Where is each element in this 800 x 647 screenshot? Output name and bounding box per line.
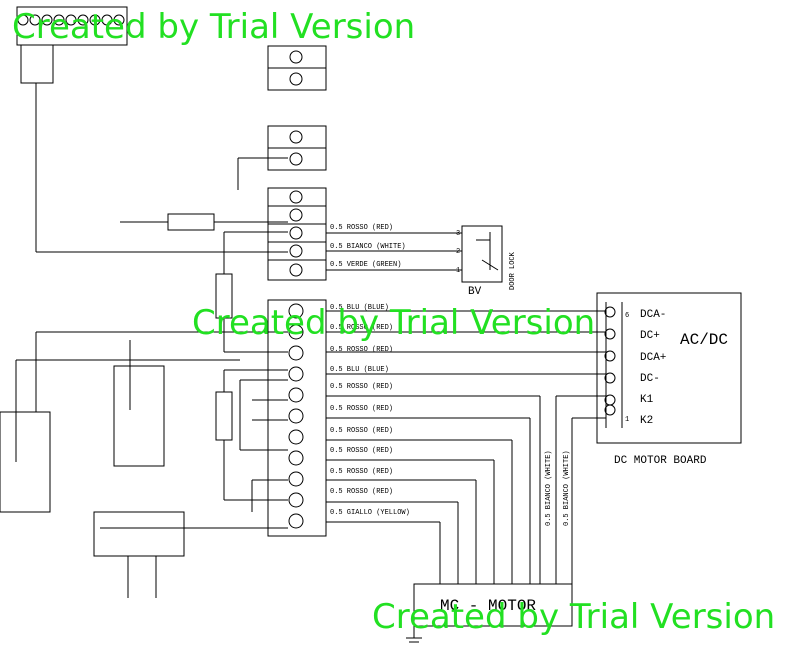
terminal-screw xyxy=(288,408,304,424)
bv-label: BV xyxy=(468,286,482,298)
board-pin-bottom: 1 xyxy=(625,416,629,424)
wire-label: 0.5 ROSSO (RED) xyxy=(330,224,393,232)
relay-left xyxy=(0,411,51,513)
terminal-screw xyxy=(288,387,304,403)
horizontal-wires xyxy=(326,310,606,523)
watermark-3: Created by Trial Version xyxy=(372,597,775,637)
motor-label: MC - MOTOR xyxy=(440,597,536,615)
terminal-screws xyxy=(17,14,616,529)
top-connector xyxy=(16,6,128,46)
wire-label: 0.5 BLU (BLUE) xyxy=(330,304,389,312)
terminal-screw xyxy=(289,190,303,204)
terminal-screw xyxy=(289,130,303,144)
terminal-screw xyxy=(289,244,303,258)
terminal-screw xyxy=(288,303,304,319)
terminal-screw xyxy=(77,14,89,26)
board-caption: DC MOTOR BOARD xyxy=(614,455,707,467)
terminal-screw xyxy=(288,429,304,445)
vertical-resistor-2 xyxy=(215,391,233,441)
watermark-1: Created by Trial Version xyxy=(12,7,415,47)
terminal-screw xyxy=(17,14,29,26)
relay-mid xyxy=(113,365,165,467)
terminal-screw xyxy=(41,14,53,26)
board-title: AC/DC xyxy=(680,331,728,349)
terminal-screw xyxy=(288,345,304,361)
terminal-screw xyxy=(604,350,616,362)
terminal-screw xyxy=(89,14,101,26)
terminal-screw xyxy=(288,450,304,466)
terminal-screw xyxy=(53,14,65,26)
door-lock-label: DOOR LOCK xyxy=(509,251,517,290)
terminal-screw xyxy=(65,14,77,26)
wire-label: 0.5 ROSSO (RED) xyxy=(330,427,393,435)
terminal-screw xyxy=(604,328,616,340)
terminal-screw xyxy=(604,372,616,384)
bottom-relay xyxy=(93,511,185,557)
board-pin-top: 6 xyxy=(625,312,629,320)
wire-label: 0.5 ROSSO (RED) xyxy=(330,468,393,476)
terminal-screw xyxy=(288,324,304,340)
wire-label: 0.5 VERDE (GREEN) xyxy=(330,261,401,269)
terminal-screw xyxy=(289,208,303,222)
terminal-screw xyxy=(288,366,304,382)
wire-label: 0.5 BIANCO (WHITE) xyxy=(330,243,406,251)
terminal-screw xyxy=(604,404,616,416)
terminal-screw xyxy=(29,14,41,26)
door-lock-pin-2: 2 xyxy=(456,248,460,256)
terminal-screw xyxy=(113,14,125,26)
terminal-block-3 xyxy=(267,187,327,281)
terminal-screw xyxy=(604,306,616,318)
board-terminal-label: DCA- xyxy=(640,309,666,321)
motor-box xyxy=(413,583,573,627)
door-lock-pin-3: 3 xyxy=(456,230,460,238)
watermark-2: Created by Trial Version xyxy=(192,303,595,343)
board-terminal-label: K2 xyxy=(640,415,653,427)
terminal-screw xyxy=(289,152,303,166)
terminal-screw xyxy=(101,14,113,26)
vertical-wire-label-1: 0.5 BIANCO (WHITE) xyxy=(545,450,553,526)
wire-labels: 0.5 ROSSO (RED) 0.5 BIANCO (WHITE) 0.5 VER… xyxy=(330,224,410,517)
wire-label: 0.5 ROSSO (RED) xyxy=(330,447,393,455)
vertical-wire-label-2: 0.5 BIANCO (WHITE) xyxy=(563,450,571,526)
terminal-screw xyxy=(288,492,304,508)
terminal-screw xyxy=(289,50,303,64)
board-terminal-label: DC+ xyxy=(640,330,660,342)
terminal-screw xyxy=(288,471,304,487)
terminal-screw xyxy=(288,513,304,529)
wire-label: 0.5 ROSSO (RED) xyxy=(330,488,393,496)
wire-label: 0.5 ROSSO (RED) xyxy=(330,405,393,413)
terminal-screw xyxy=(289,263,303,277)
door-lock-box xyxy=(461,225,503,283)
wire-label: 0.5 GIALLO (YELLOW) xyxy=(330,509,410,517)
wire-label: 0.5 ROSSO (RED) xyxy=(330,383,393,391)
terminal-screw xyxy=(289,226,303,240)
wire-label: 0.5 ROSSO (RED) xyxy=(330,324,393,332)
dc-motor-board xyxy=(596,292,742,444)
wire-label: 0.5 ROSSO (RED) xyxy=(330,346,393,354)
board-terminal-label: K1 xyxy=(640,394,654,406)
terminal-screw xyxy=(289,72,303,86)
board-terminal-label: DC- xyxy=(640,373,660,385)
board-terminal-label: DCA+ xyxy=(640,352,666,364)
wire-label: 0.5 BLU (BLUE) xyxy=(330,366,389,374)
door-lock-pin-1: 1 xyxy=(456,267,460,275)
